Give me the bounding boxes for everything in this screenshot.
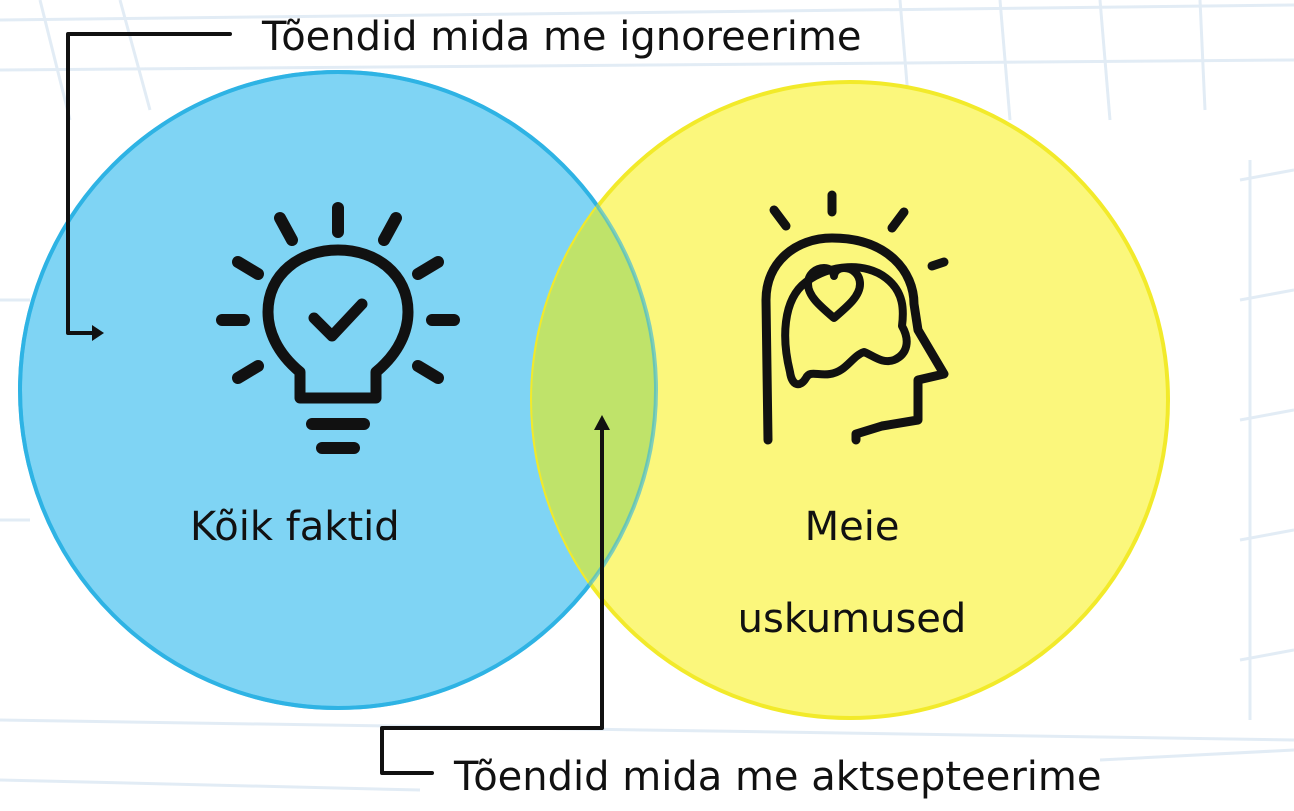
background-sketch — [0, 0, 1294, 792]
bottom-callout-connector — [380, 415, 610, 775]
bottom-callout-label: Tõendid mida me aktsepteerime — [453, 754, 1101, 800]
left-circle-outline — [18, 70, 658, 710]
left-circle-label: Kõik faktid — [190, 504, 400, 550]
head-heart-icon — [761, 190, 949, 445]
lightbulb-check-icon — [216, 202, 460, 454]
right-circle-label-line2: uskumused — [738, 596, 967, 642]
top-callout-connector — [66, 32, 232, 341]
right-circle-label-line1: Meie — [805, 504, 900, 550]
top-callout-label: Tõendid mida me ignoreerime — [261, 14, 861, 60]
